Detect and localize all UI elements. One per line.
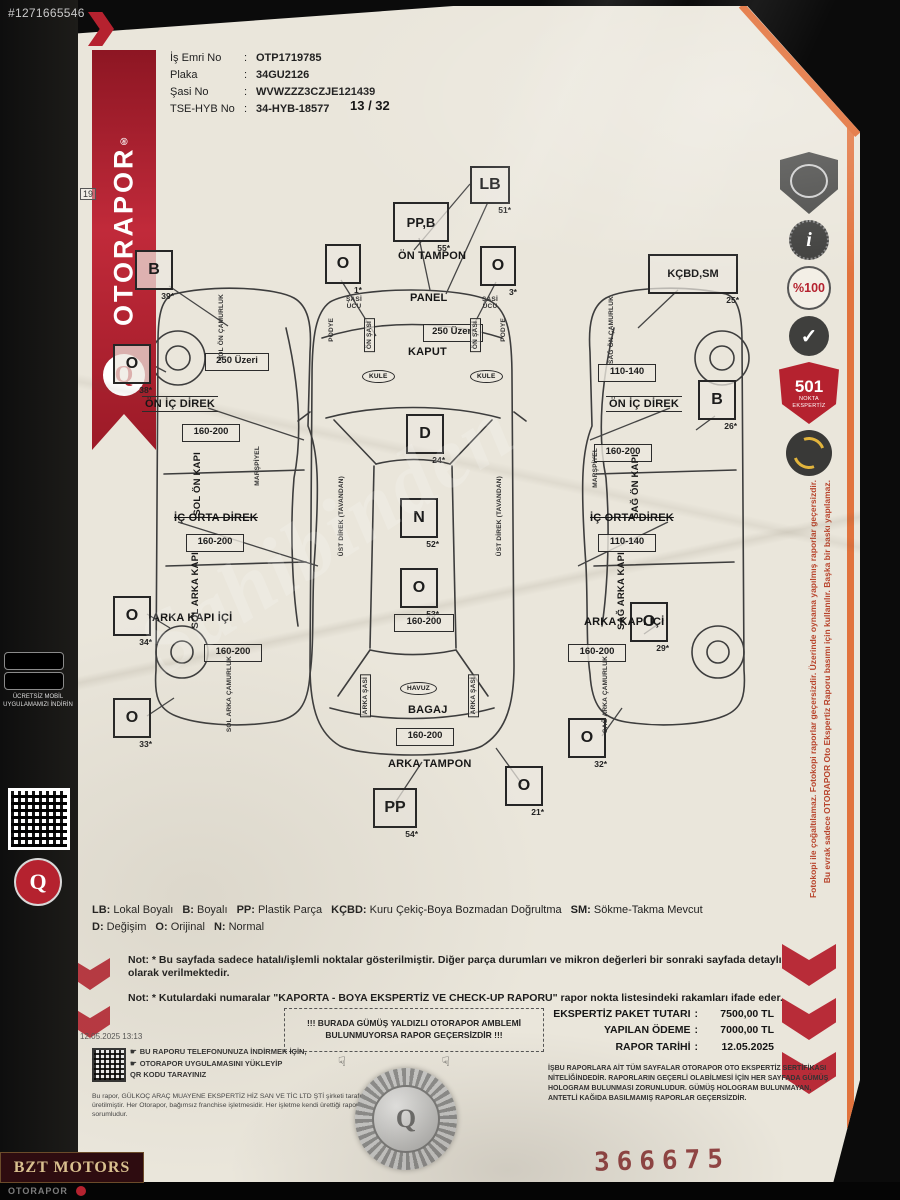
legend-item: B: Boyalı [182,904,228,916]
template-number: 19 [80,188,97,200]
nokta-ekspertiz-badge: 501 NOKTA EKSPERTİZ [779,362,839,424]
certification-shield-icon [780,152,838,214]
bottom-brand-label: OTORAPOR [8,1186,68,1196]
brand-ribbon: OTORAPOR® Q [92,50,156,450]
app-download-prompt: ÜCRETSİZ MOBİL UYGULAMAMIZI İNDİRİN [3,694,73,708]
otorapor-logo-icon: Q [14,858,62,906]
payment-rows: EKSPERTİZ PAKET TUTARI:7500,00 TL YAPILAN… [548,1006,774,1055]
mobility-badge-icon [786,430,832,476]
red-chevron-down-icon [782,998,836,1040]
check-badge-icon: ✓ [789,316,829,356]
hand-icon: ☛ [130,1058,137,1068]
brand-name: OTORAPOR® [108,132,139,326]
legend-row-1: LB: Lokal Boyalı B: Boyalı PP: Plastik Par… [92,902,802,919]
qr-instructions: ☛BU RAPORU TELEFONUNUZA İNDİRMEK İÇİN, ☛O… [130,1046,307,1081]
qr-code-icon [8,788,70,850]
side-note-1: Bu evrak sadece OTORAPOR Oto Ekspertiz R… [822,480,832,884]
hand-icon: ☛ [130,1047,137,1056]
hologram-badge: Q [355,1068,457,1170]
validity-note: İŞBU RAPORLARA AİT TÜM SAYFALAR OTORAPOR… [548,1065,829,1103]
payment-summary: EKSPERTİZ PAKET TUTARI:7500,00 TL YAPILAN… [548,1006,774,1055]
legend-item: N: Normal [213,920,265,933]
payment-row: RAPOR TARİHİ:12.05.2025 [615,1040,774,1053]
info-badge-icon: i [789,220,829,260]
qr-instruction-line: QR KODU TARAYINIZ [130,1070,207,1080]
red-chevron-down-icon [782,944,836,986]
red-chevron-down-icon [78,958,110,990]
app-store-badge-icon [4,652,64,670]
orange-corner-stripe [738,6,860,137]
red-dot-icon [75,1186,86,1196]
bottom-bar: OTORAPOR [0,1182,900,1200]
qr-instruction-line: ☛OTORAPOR UYGULAMASINI YÜKLEYİP [130,1058,283,1068]
legend-row-2: D: Değişim O: Orijinal N: Normal [92,919,802,936]
serial-number: 366675 [593,1144,731,1178]
google-play-badge-icon [4,672,64,690]
producer-note: Bu rapor, GÜLKOÇ ARAÇ MUAYENE EKSPERTİZ … [92,1093,377,1119]
qr-instruction-line: ☛BU RAPORU TELEFONUNUZA İNDİRMEK İÇİN, [130,1047,307,1056]
percent-100-badge: %100 [787,266,831,310]
page-indicator: 13 / 32 [350,98,390,113]
legend-item: PP: Plastik Parça [236,904,323,916]
legend-item: SM: Sökme-Takma Mevcut [570,904,703,916]
header-field: Şasi No:WVWZZZ3CZJE121439 [170,86,376,99]
legend-item: O: Orijinal [155,920,205,933]
pointing-hand-icons: ☟☟ [338,1054,450,1069]
header-field: Plaka:34GU2126 [170,69,310,82]
legend-item: KÇBD: Kuru Çekiç-Boya Bozmadan Doğrultma [331,904,562,916]
orange-edge-stripe [847,128,854,1128]
hologram-warning-box: !!! BURADA GÜMÜŞ YALDIZLI OTORAPOR AMBLE… [284,1008,544,1052]
payment-row: EKSPERTİZ PAKET TUTARI:7500,00 TL [553,1008,774,1020]
legend-item: LB: Lokal Boyalı [92,904,174,916]
header-field: TSE-HYB No:34-HYB-18577 [170,103,330,116]
left-dark-column: ÜCRETSİZ MOBİL UYGULAMAMIZI İNDİRİN Q [0,0,78,1200]
footer-qr-icon [92,1048,126,1082]
legend-item: D: Değişim [92,920,147,933]
legend: LB: Lokal Boyalı B: Boyalı PP: Plastik Par… [92,902,802,935]
brand-logo-icon: Q [103,354,145,396]
print-timestamp: 12.05.2025 13:13 [80,1032,143,1041]
header-field: İş Emri No:OTP1719785 [170,52,322,64]
note-2: Not: * Kutulardaki numaralar "KAPORTA - … [128,992,783,1004]
image-id-label: #1271665546 [8,6,85,20]
note-1: Not: * Bu sayfada sadece hatalı/işlemli … [128,954,782,980]
dealer-watermark: BZT MOTORS [0,1152,144,1183]
hologram-center-icon: Q [372,1085,440,1153]
certification-badges: i %100 ✓ 501 NOKTA EKSPERTİZ [776,152,842,476]
payment-row: YAPILAN ÖDEME:7000,00 TL [603,1024,774,1037]
side-note-2: Fotokopi ile çoğaltılamaz. Fotokopi rapo… [808,480,818,899]
car-diagram [146,183,750,807]
